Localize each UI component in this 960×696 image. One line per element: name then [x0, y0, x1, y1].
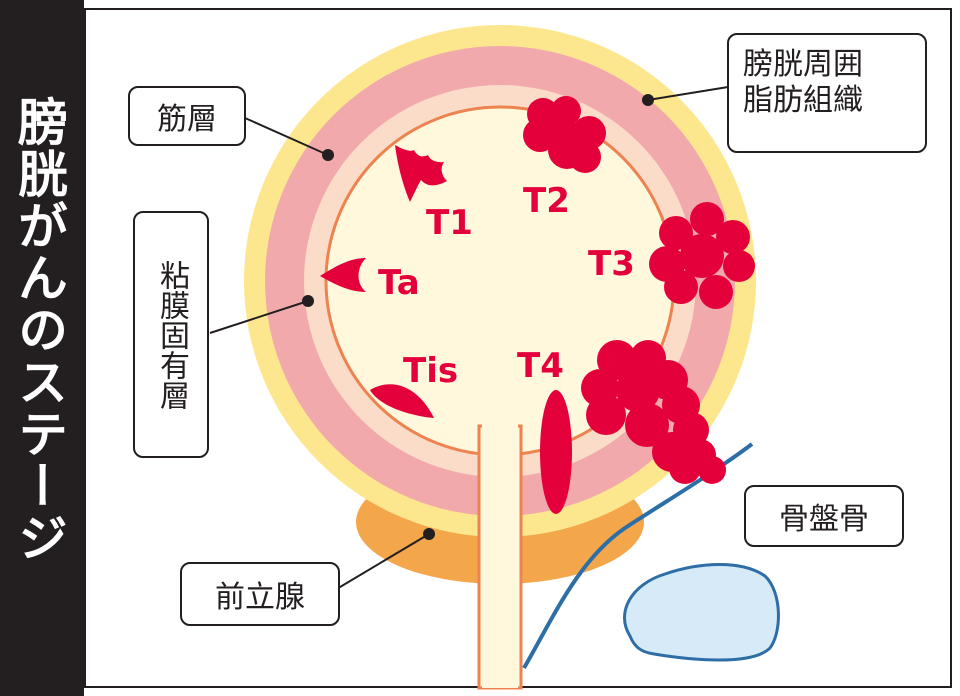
leader-lines: [209, 86, 729, 591]
label-muscle-layer: 筋層: [128, 86, 246, 146]
label-perivesical-fat: 膀胱周囲 脂肪組織: [727, 33, 927, 153]
stage-label-t3: T3: [588, 244, 635, 284]
label-lamina-propria: 粘膜固有層: [133, 211, 209, 458]
tumor-tis: [370, 384, 434, 418]
label-perivesical-fat-line1: 膀胱周囲: [743, 47, 863, 82]
stage-label-ta: Ta: [378, 263, 420, 303]
tumor-t1: [395, 145, 447, 202]
label-pelvic-bone: 骨盤骨: [744, 485, 904, 547]
tumor-ta: [320, 258, 366, 292]
tumor-t2: [523, 96, 606, 173]
title-bar: 膀胱がんのステージ: [0, 0, 84, 696]
figure-title: 膀胱がんのステージ: [10, 96, 68, 564]
stage-label-tis: Tis: [403, 351, 458, 391]
tumor-t3: [649, 202, 755, 309]
stage-label-t4: T4: [517, 346, 564, 386]
stage-label-t2: T2: [523, 181, 570, 221]
tumor-t4: [540, 340, 726, 514]
leader-lamina: [209, 300, 309, 334]
leader-muscle: [244, 117, 329, 156]
leader-fat: [647, 86, 729, 101]
leader-prostate: [334, 533, 430, 591]
label-perivesical-fat-line2: 脂肪組織: [743, 83, 863, 118]
label-prostate: 前立腺: [180, 562, 340, 626]
pelvic-bone: [623, 563, 780, 662]
bladder-diagram: T1 T2 T3 T4 Ta Tis: [84, 8, 952, 690]
leader-dots: [302, 94, 654, 540]
stage-label-t1: T1: [426, 203, 473, 243]
urethra-lumen: [482, 420, 518, 688]
